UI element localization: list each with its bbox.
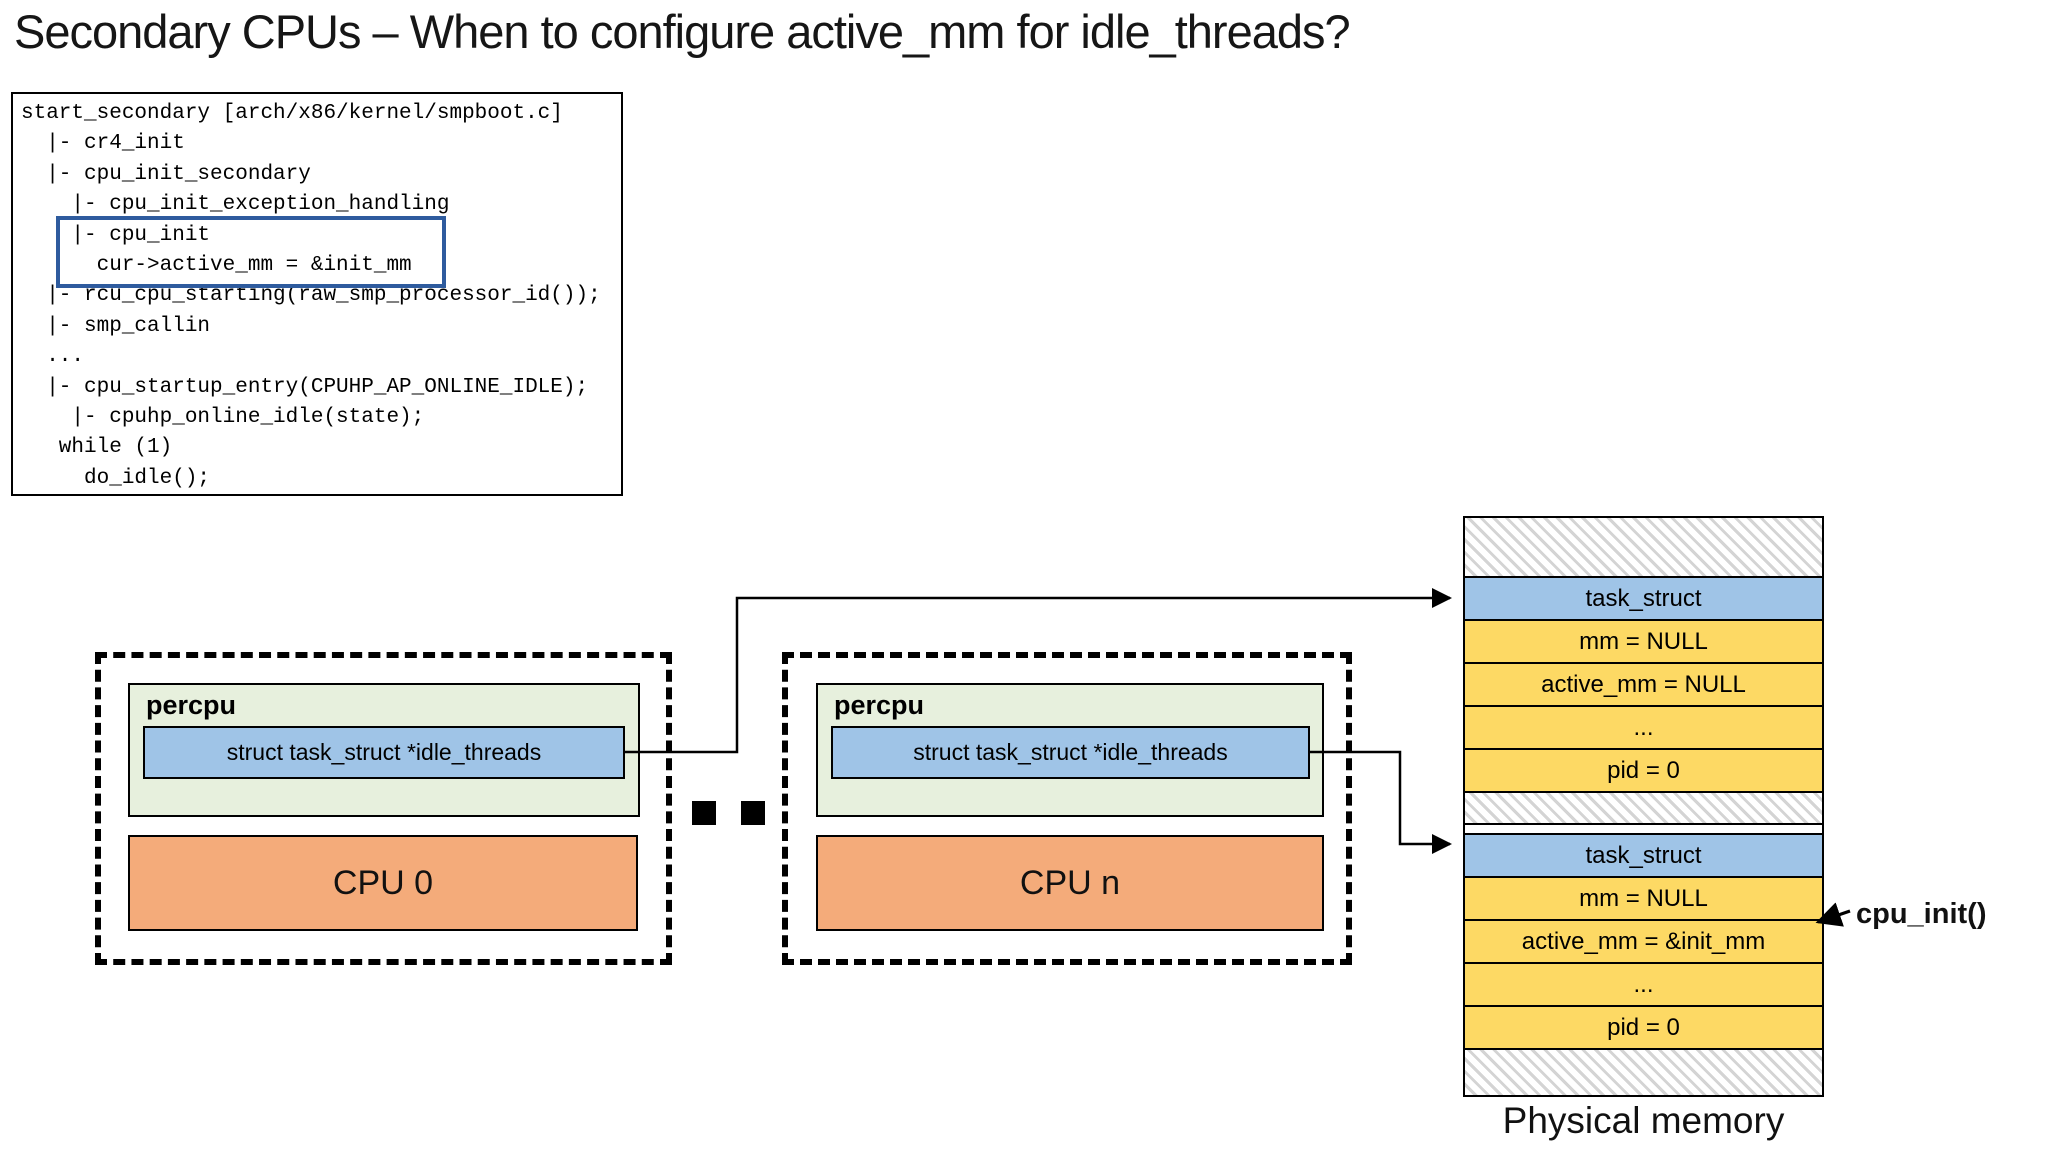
cpu-init-annotation: cpu_init()	[1856, 898, 1987, 930]
memory-row-hatched	[1465, 518, 1822, 578]
memory-row-hatched	[1465, 1050, 1822, 1095]
cpun-percpu-label: percpu	[834, 690, 925, 720]
cpun-idle-threads-text: struct task_struct *idle_threads	[913, 739, 1228, 765]
memory-row-hatched	[1465, 793, 1822, 825]
memory-row-: ...	[1465, 964, 1822, 1007]
memory-row-mm-null: mm = NULL	[1465, 621, 1822, 664]
slide-title: Secondary CPUs – When to configure activ…	[14, 5, 1351, 58]
memory-row-task-struct: task_struct	[1465, 578, 1822, 621]
cpu0-label: CPU 0	[332, 863, 434, 902]
memory-row-gap	[1465, 825, 1822, 835]
cpu0-idle-threads-box: struct task_struct *idle_threads	[143, 726, 625, 779]
memory-row-active-mm-null: active_mm = NULL	[1465, 664, 1822, 707]
cpun-box: CPU n	[816, 835, 1324, 931]
memory-row-pid-0: pid = 0	[1465, 1007, 1822, 1050]
call-tree-panel: start_secondary [arch/x86/kernel/smpboot…	[11, 92, 623, 496]
cpu0-idle-threads-text: struct task_struct *idle_threads	[226, 739, 542, 765]
memory-row-: ...	[1465, 707, 1822, 750]
memory-row-task-struct: task_struct	[1465, 835, 1822, 878]
cpun-idle-threads-box: struct task_struct *idle_threads	[831, 726, 1310, 779]
cpu0-dashed-group	[95, 652, 672, 965]
cpu0-percpu-label: percpu	[146, 690, 237, 720]
ellipsis-square	[741, 801, 765, 825]
memory-row-active-mm-init-mm: active_mm = &init_mm	[1465, 921, 1822, 964]
cpu0-box: CPU 0	[128, 835, 638, 931]
cpu-init-highlight-box	[56, 216, 446, 288]
memory-row-pid-0: pid = 0	[1465, 750, 1822, 793]
cpun-label: CPU n	[1019, 863, 1121, 902]
ellipsis-square	[692, 801, 716, 825]
physical-memory-caption: Physical memory	[1502, 1100, 1785, 1141]
memory-row-mm-null: mm = NULL	[1465, 878, 1822, 921]
call-tree-code: start_secondary [arch/x86/kernel/smpboot…	[21, 102, 601, 490]
